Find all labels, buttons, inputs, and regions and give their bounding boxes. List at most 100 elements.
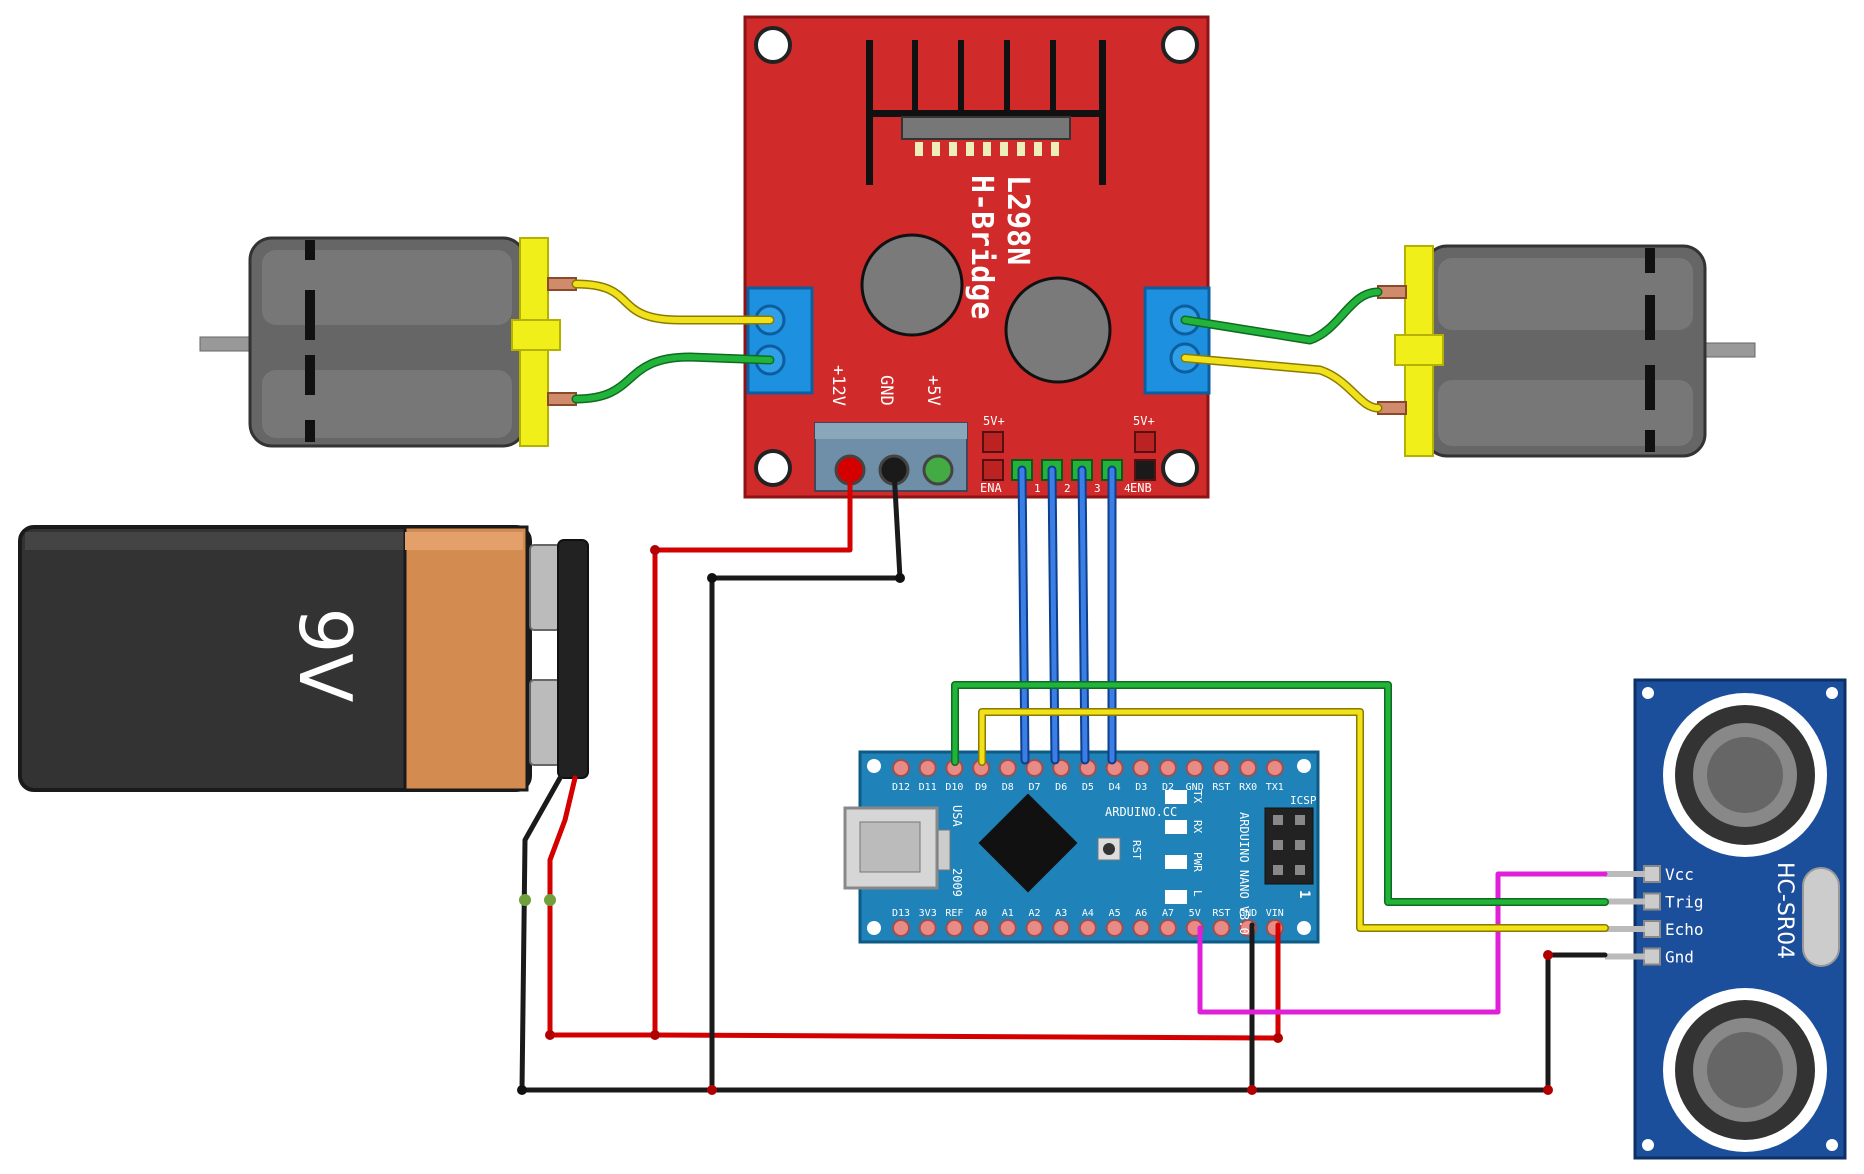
model-label: ARDUINO NANO V3.0 [1237, 812, 1251, 935]
led-label-l: L [1191, 890, 1204, 897]
nano-pin-label: A1 [1002, 908, 1014, 919]
wire-gnd-bus [519, 952, 1608, 1093]
nano-pin-label: GND [1239, 908, 1257, 919]
sensor-pin-label: Echo [1665, 920, 1704, 939]
l298n-board: L298N H-Bridge +12V GND +5V 5V+ 5V+ [743, 15, 1211, 499]
nano-pin-label: 5V [1189, 908, 1201, 919]
nano-pin-a4 [1078, 919, 1097, 937]
board-model-label: L298N [1000, 175, 1035, 265]
input-label-2: 2 [1064, 482, 1071, 495]
nano-pin-d13 [892, 919, 910, 937]
nano-pin-a2 [1025, 919, 1044, 937]
sensor-pin-lead [1605, 953, 1645, 960]
nano-pin-label: D13 [892, 908, 910, 919]
nano-pin-d12 [892, 759, 910, 777]
sensor-pin-echo [1643, 920, 1661, 938]
nano-pin-label: D7 [1028, 782, 1040, 793]
nano-pin-rst [1212, 759, 1231, 777]
battery-terminal [529, 544, 561, 631]
board-name-label: H-Bridge [964, 175, 999, 320]
mount-hole [1161, 449, 1199, 487]
brand-label: ARDUINO.CC [1105, 805, 1177, 819]
jumper-5v-right-label: 5V+ [1133, 414, 1155, 428]
battery-terminal [529, 679, 561, 766]
sensor-pin-lead [1605, 898, 1645, 905]
input-label-3: 3 [1094, 482, 1101, 495]
jumper-pin [1134, 431, 1156, 453]
nano-pin-a7 [1159, 919, 1177, 937]
nano-pin-a6 [1132, 919, 1151, 937]
terminal-5v [922, 454, 954, 486]
nano-pin-label: D4 [1109, 782, 1121, 793]
motor-b-terminal [1143, 286, 1211, 395]
nano-pin-label: A3 [1055, 908, 1067, 919]
year-label: 2009 [950, 868, 964, 897]
nano-pin-label: D12 [892, 782, 910, 793]
nano-pin-d11 [918, 759, 937, 777]
transducer [1663, 693, 1827, 857]
nano-pin-label: D2 [1162, 782, 1174, 793]
nano-pin-label: D8 [1002, 782, 1014, 793]
input-label-4: 4 [1124, 482, 1131, 495]
nano-pin-label: D10 [945, 782, 963, 793]
sensor-pin-vcc [1643, 865, 1661, 883]
nano-pin-label: A6 [1135, 908, 1147, 919]
icsp-header [1264, 807, 1314, 885]
nano-pin-gnd [1185, 759, 1204, 777]
jumper-pin [982, 459, 1004, 481]
nano-pin-ref [945, 919, 964, 937]
wire-battery-pos [547, 775, 578, 1038]
motor-right [1377, 244, 1756, 458]
heatsink [866, 40, 1106, 185]
led-tx [1165, 790, 1187, 804]
battery-9v: 9V [18, 525, 589, 792]
nano-pin-rst [1212, 919, 1231, 937]
l298n-chip [901, 116, 1071, 140]
nano-pin-label: D6 [1055, 782, 1067, 793]
nano-pin-d8 [998, 759, 1017, 777]
nano-pin-d6 [1052, 759, 1071, 777]
led-label-tx: TX [1191, 790, 1204, 804]
nano-pin-label: D11 [919, 782, 937, 793]
sensor-pin-lead [1605, 871, 1645, 877]
nano-pin-d2 [1159, 759, 1177, 777]
mount-hole [754, 26, 792, 64]
wire-gnd [709, 467, 903, 1093]
icsp-one-label: 1 [1296, 890, 1312, 898]
l298n-pcb [743, 15, 1210, 499]
input-label-1: 1 [1034, 482, 1041, 495]
wire-12v [547, 467, 853, 1038]
rst-label: RST [1130, 840, 1143, 860]
nano-pin-d7 [1025, 759, 1044, 777]
crystal [1802, 867, 1840, 967]
battery-body [18, 525, 532, 792]
wires [517, 279, 1609, 1095]
capacitor [1004, 276, 1112, 384]
nano-pin-label: RST [1212, 782, 1230, 793]
capacitor [860, 233, 964, 337]
nano-pin-label: VIN [1266, 908, 1284, 919]
ena-label: ENA [980, 481, 1002, 495]
sensor-pin-label: Trig [1665, 893, 1704, 912]
nano-pin-label: GND [1186, 782, 1204, 793]
nano-pin-d3 [1132, 759, 1151, 777]
transducer [1663, 988, 1827, 1152]
nano-pin-a0 [972, 919, 991, 937]
nano-pin-label: TX1 [1266, 782, 1284, 793]
wire-battery-neg [519, 775, 563, 1093]
battery-label: 9V [283, 607, 367, 702]
mcu-chip [978, 793, 1078, 893]
wire-vcc [1197, 871, 1608, 1015]
nano-pin-3v3 [918, 919, 937, 937]
mount-hole [754, 449, 792, 487]
jumper-pin [1134, 459, 1156, 481]
nano-pin-a3 [1052, 919, 1071, 937]
icsp-label: ICSP [1290, 794, 1317, 807]
led-pwr [1165, 855, 1187, 869]
enb-label: ENB [1130, 481, 1152, 495]
mount-hole [1161, 26, 1199, 64]
